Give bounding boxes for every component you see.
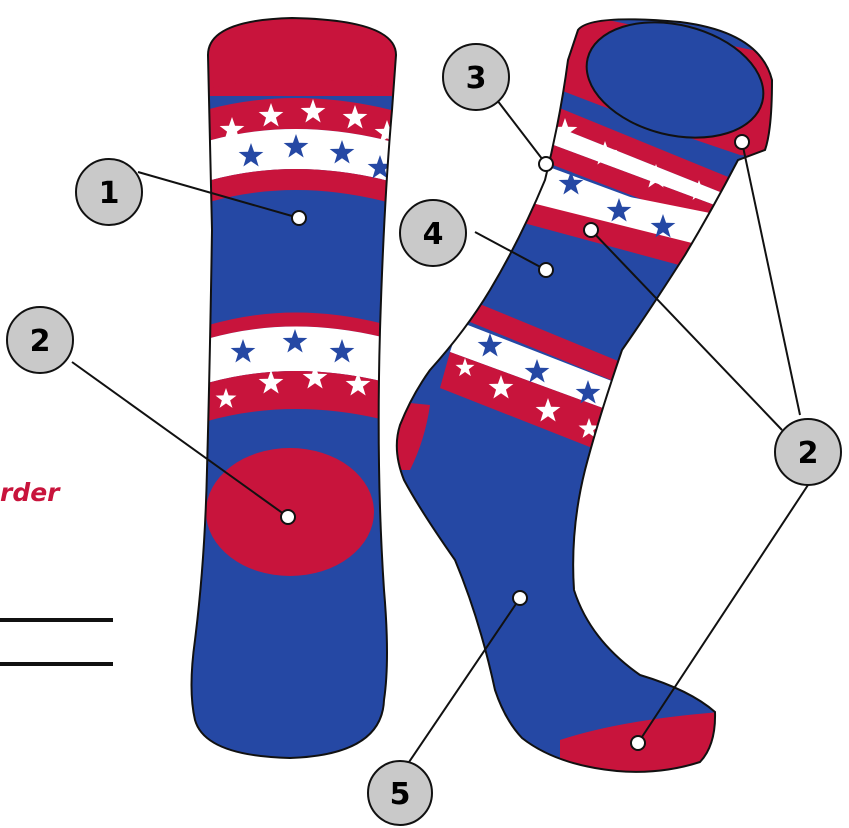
callout-number: 3	[466, 61, 487, 96]
callout-4: 4	[400, 200, 466, 266]
leader-3	[497, 100, 546, 164]
callout-2b: 2	[775, 419, 841, 485]
right-sock	[380, 0, 800, 800]
dot-5	[513, 591, 527, 605]
callout-number: 4	[423, 217, 444, 252]
dot-2a	[281, 510, 295, 524]
callout-number: 5	[390, 777, 411, 812]
callout-number: 2	[30, 324, 51, 359]
dot-3	[539, 157, 553, 171]
left-sock	[180, 0, 420, 780]
callout-5: 5	[368, 761, 432, 825]
dot-2b-toe	[631, 736, 645, 750]
callout-2a: 2	[7, 307, 73, 373]
dot-1	[292, 211, 306, 225]
callout-number: 1	[99, 176, 120, 211]
callout-3: 3	[443, 44, 509, 110]
leader-2b-toe	[638, 485, 808, 743]
leader-2b-cuff	[742, 142, 800, 415]
dot-2b-cuff	[735, 135, 749, 149]
callout-number: 2	[798, 436, 819, 471]
callout-1: 1	[76, 159, 142, 225]
dot-4	[539, 263, 553, 277]
dot-2b-band	[584, 223, 598, 237]
